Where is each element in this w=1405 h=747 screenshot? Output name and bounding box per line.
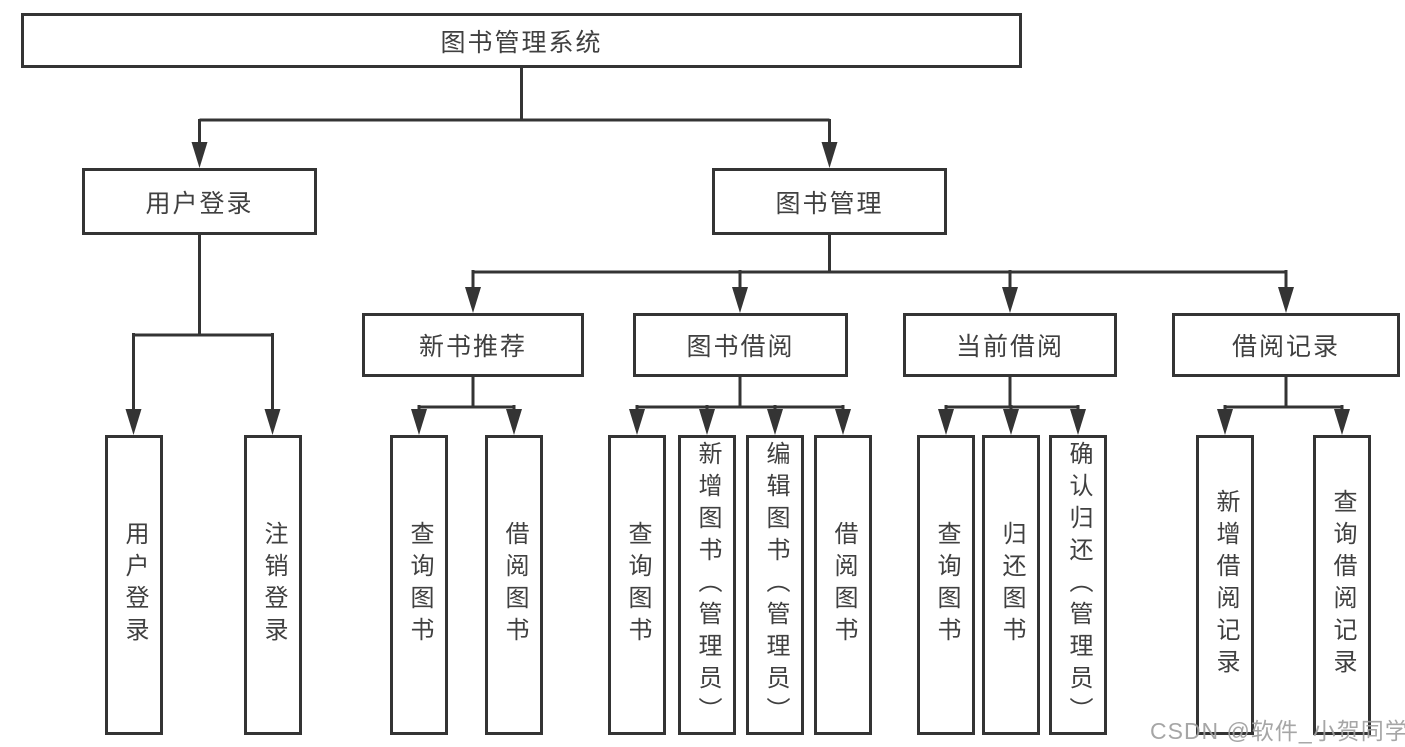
node-new-book-recommend: 新书推荐 <box>362 313 584 377</box>
leaf-add-books-admin: 新增图书（管理员） <box>678 435 736 735</box>
leaf-query-books-current: 查询图书 <box>917 435 975 735</box>
leaf-edit-books-admin: 编辑图书（管理员） <box>746 435 804 735</box>
node-borrowing-records-label: 借阅记录 <box>1231 333 1340 361</box>
leaf-add-books-admin-label: 新增图书（管理员） <box>694 441 721 729</box>
leaf-confirm-return-admin-label: 确认归还（管理员） <box>1065 441 1092 729</box>
node-user-login: 用户登录 <box>82 168 317 235</box>
leaf-add-borrow-record: 新增借阅记录 <box>1196 435 1254 735</box>
node-book-borrowing-label: 图书借阅 <box>686 333 795 361</box>
node-book-management-label: 图书管理 <box>775 189 884 218</box>
leaf-query-borrow-record: 查询借阅记录 <box>1313 435 1371 735</box>
leaf-edit-books-admin-label: 编辑图书（管理员） <box>762 441 789 729</box>
node-current-borrowing-label: 当前借阅 <box>955 333 1064 361</box>
leaf-borrow-books-borrowing-label: 借阅图书 <box>830 521 857 649</box>
node-new-book-recommend-label: 新书推荐 <box>418 333 527 361</box>
leaf-logout: 注销登录 <box>244 435 302 735</box>
node-book-borrowing: 图书借阅 <box>633 313 848 377</box>
leaf-query-books-recommend: 查询图书 <box>390 435 448 735</box>
leaf-query-books-borrowing: 查询图书 <box>608 435 666 735</box>
node-borrowing-records: 借阅记录 <box>1172 313 1400 377</box>
leaf-query-books-borrowing-label: 查询图书 <box>624 521 651 649</box>
leaf-user-login: 用户登录 <box>105 435 163 735</box>
connector-stems <box>132 68 1344 411</box>
node-root-label: 图书管理系统 <box>440 28 603 57</box>
node-book-management: 图书管理 <box>712 168 947 235</box>
leaf-query-books-recommend-label: 查询图书 <box>406 521 433 649</box>
leaf-user-login-label: 用户登录 <box>121 521 148 649</box>
leaf-confirm-return-admin: 确认归还（管理员） <box>1049 435 1107 735</box>
leaf-borrow-books-recommend: 借阅图书 <box>485 435 543 735</box>
leaf-borrow-books-borrowing: 借阅图书 <box>814 435 872 735</box>
leaf-return-books: 归还图书 <box>982 435 1040 735</box>
leaf-query-borrow-record-label: 查询借阅记录 <box>1329 489 1356 681</box>
leaf-query-books-current-label: 查询图书 <box>933 521 960 649</box>
csdn-watermark: CSDN @软件_小贺同学 <box>1150 718 1405 744</box>
leaf-logout-label: 注销登录 <box>260 521 287 649</box>
arrowheads <box>125 142 1350 435</box>
node-root-library-system: 图书管理系统 <box>21 13 1022 68</box>
leaf-return-books-label: 归还图书 <box>998 521 1025 649</box>
node-user-login-label: 用户登录 <box>145 189 254 218</box>
leaf-borrow-books-recommend-label: 借阅图书 <box>501 521 528 649</box>
leaf-add-borrow-record-label: 新增借阅记录 <box>1212 489 1239 681</box>
node-current-borrowing: 当前借阅 <box>903 313 1117 377</box>
